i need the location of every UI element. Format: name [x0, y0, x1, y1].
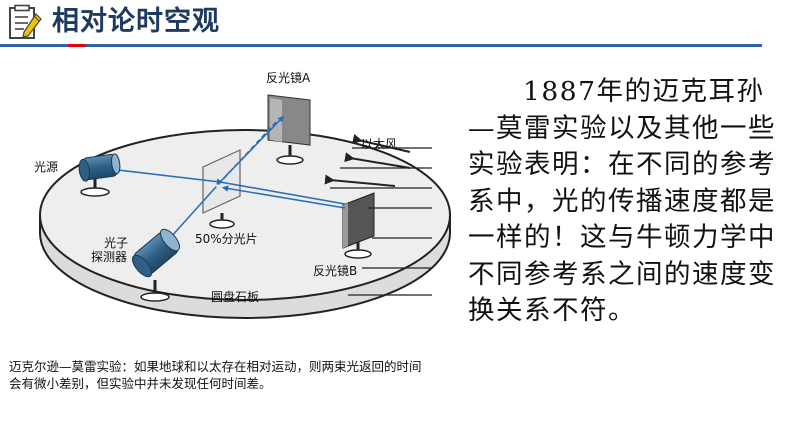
label-light-source: 光源: [34, 160, 59, 174]
mirror-b: [342, 192, 375, 259]
mirror-a: [267, 94, 311, 165]
ether-wind-arrows: [324, 134, 411, 187]
light-beams: [117, 115, 346, 241]
photon-detector-device: [131, 228, 181, 302]
leader-lines: [330, 147, 432, 296]
page-title: 相对论时空观: [52, 6, 220, 37]
light-source-device: [78, 153, 121, 197]
header-divider: [0, 44, 762, 47]
michelson-morley-diagram: [39, 94, 451, 319]
label-stone-disk: 圆盘石板: [211, 290, 260, 304]
label-ether-wind: 以太风: [361, 137, 398, 151]
diagram-caption: 迈克尔逊—莫雷实验：如果地球和以太存在相对运动，则两束光返回的时间会有微小差别，…: [9, 359, 422, 391]
header: 相对论时空观: [0, 0, 794, 48]
label-mirror-a: 反光镜A: [266, 71, 311, 85]
main-paragraph: 1887年的迈克耳孙—莫雷实验以及其他一些实验表明：在不同的参考系中，光的传播速…: [468, 76, 776, 326]
checklist-pencil-icon: [9, 4, 42, 39]
label-mirror-b: 反光镜B: [313, 264, 358, 278]
header-accent-mark: [68, 44, 86, 47]
label-photon-detector-1: 光子: [104, 236, 129, 250]
label-photon-detector-2: 探测器: [91, 250, 128, 264]
label-beam-splitter: 50%分光片: [195, 232, 258, 246]
